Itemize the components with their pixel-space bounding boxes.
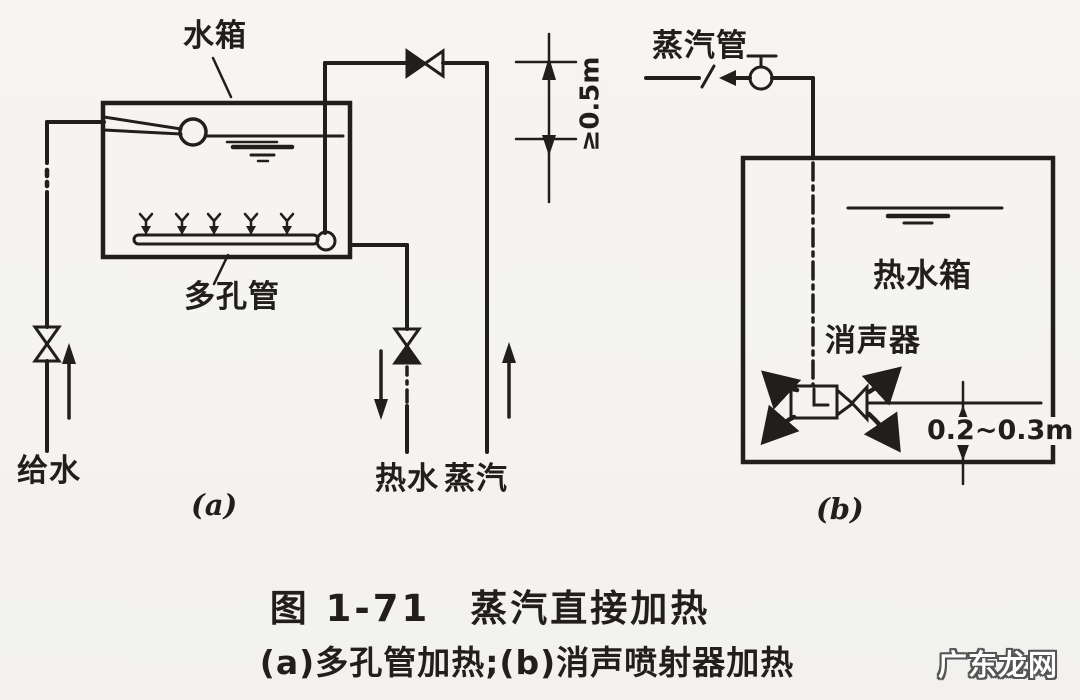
steam-pipe-b-label: 蒸汽管	[652, 28, 748, 64]
feed-water-pipe	[44, 120, 106, 453]
tank-b-label: 热水箱	[873, 256, 973, 294]
float-valve	[102, 115, 345, 147]
hot-water-pipe	[348, 243, 409, 454]
panel-a-label: (a)	[191, 488, 238, 522]
tank-a-label: 水箱	[183, 18, 247, 54]
spray-arrows-a	[138, 212, 295, 235]
tank-b-outline	[740, 155, 1056, 465]
hot-water-label: 热水	[375, 461, 439, 497]
submergence-dimension-label: 0.2~0.3m	[925, 415, 1076, 446]
steam-valve-b	[746, 54, 778, 91]
spray-arrows-b	[760, 366, 902, 453]
steam-pipe-b	[644, 64, 815, 160]
feed-water-flow-arrow	[62, 343, 76, 420]
steam-supply-pipe	[323, 61, 489, 454]
silencer-label: 消声器	[825, 323, 921, 359]
water-level-dimension-label: ≥0.5m	[575, 53, 605, 155]
steam-supply-valve	[405, 48, 445, 79]
site-watermark: 广东龙网	[938, 648, 1059, 682]
feed-water-valve	[32, 325, 62, 363]
water-surface-a	[225, 140, 295, 163]
figure-caption-title: 图 1-71 蒸汽直接加热	[269, 587, 711, 630]
steam-flow-arrow	[502, 342, 516, 419]
figure-caption-subtitle: (a)多孔管加热;(b)消声喷射器加热	[259, 643, 795, 682]
hot-water-flow-arrow	[374, 349, 388, 420]
perforated-pipe	[132, 212, 320, 246]
panel-b-label: (b)	[816, 492, 864, 526]
steam-label: 蒸汽	[444, 461, 508, 497]
feed-water-label: 给水	[17, 453, 81, 489]
leader-lines-a	[211, 56, 233, 286]
perforated-pipe-label: 多孔管	[184, 279, 280, 315]
steam-drop-pipe	[315, 61, 337, 252]
water-surface-b	[846, 206, 1004, 225]
dimension-a	[514, 32, 578, 204]
hot-water-valve	[392, 327, 422, 365]
